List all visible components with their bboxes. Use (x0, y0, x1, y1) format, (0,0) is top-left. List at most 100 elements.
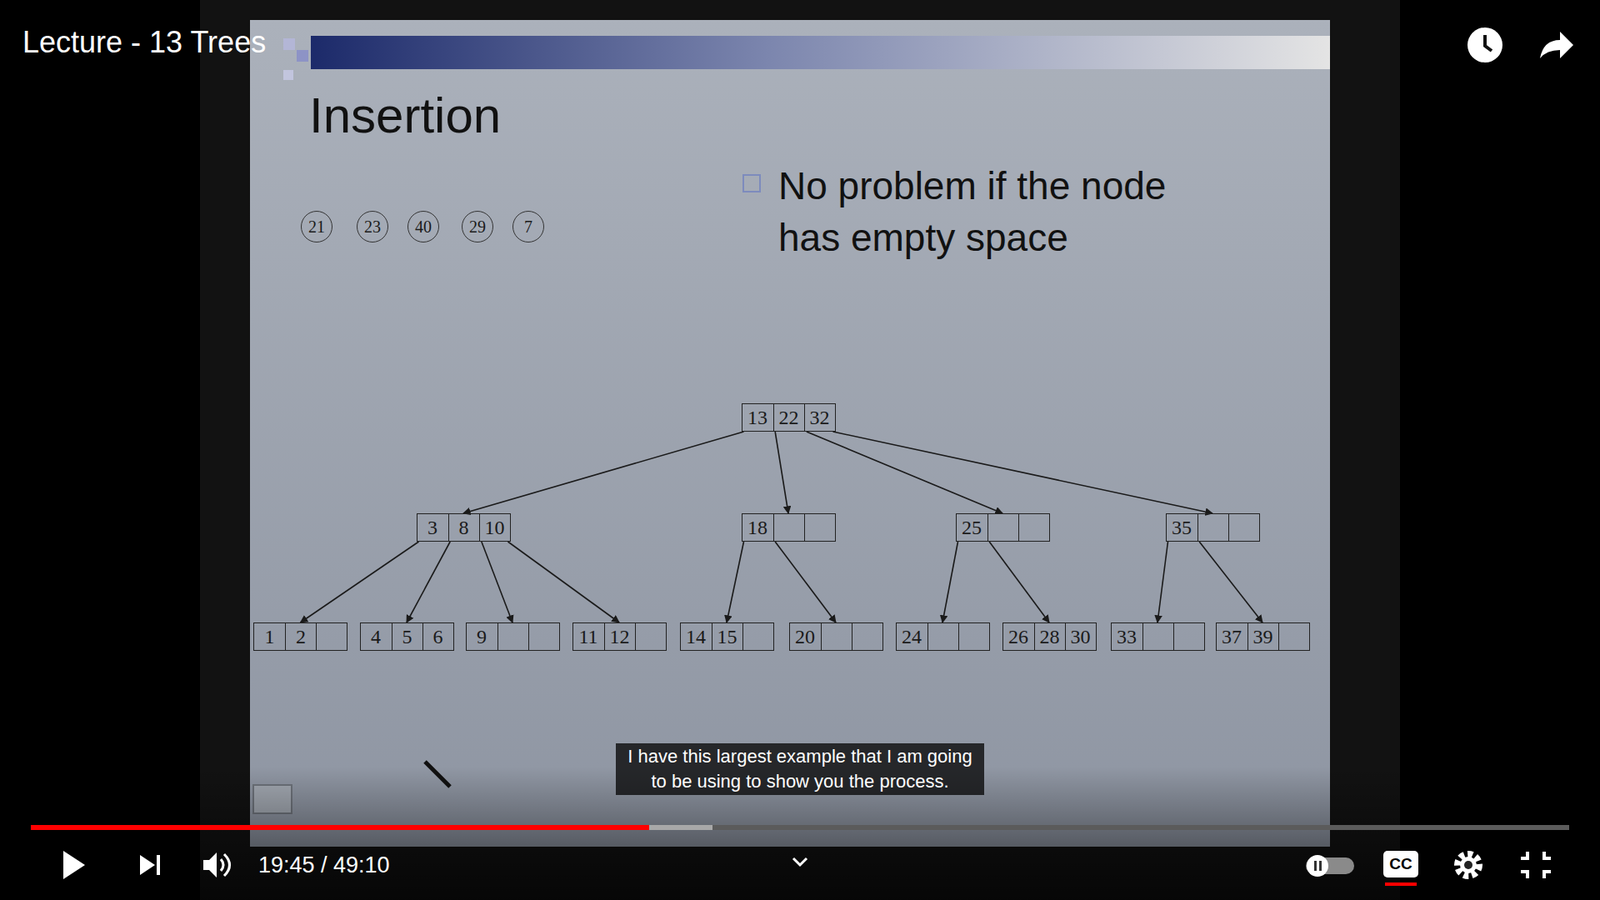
clock-icon (1467, 27, 1503, 63)
key-number: 28 (1040, 625, 1060, 649)
key-cell (1142, 623, 1174, 650)
autoplay-knob (1319, 860, 1322, 871)
key-cell: 10 (479, 514, 510, 541)
key-cell: 4 (360, 623, 392, 650)
time-display: 19:45 / 49:10 (258, 851, 390, 879)
key-cell (1228, 514, 1260, 541)
key-number: 9 (476, 625, 487, 649)
key-number: 2 (295, 625, 306, 649)
key-cell: 22 (773, 404, 805, 431)
bullet-marker (743, 175, 760, 192)
key-cell (820, 623, 852, 650)
key-number: 40 (415, 217, 432, 237)
key-cell: 1 (254, 623, 285, 650)
next-icon (156, 855, 160, 875)
key-number: 37 (1221, 625, 1242, 649)
btree-node: 13 2232 (741, 403, 836, 432)
key-cell (987, 514, 1019, 541)
key-number: 24 (901, 625, 922, 649)
key-number: 18 (747, 515, 768, 540)
autoplay-knob (1314, 860, 1317, 871)
key-cell: 26 (1003, 623, 1035, 650)
fullscreen-icon (1520, 851, 1551, 879)
key-cell (1018, 514, 1050, 541)
btree-node: 1112 (572, 622, 667, 651)
key-cell: 8 (448, 514, 480, 541)
autoplay-knob (1306, 855, 1329, 877)
key-number: 11 (578, 625, 598, 649)
progress-track (30, 825, 1570, 830)
child-pointer (406, 541, 450, 623)
key-cell (528, 623, 560, 650)
band-square (283, 70, 294, 80)
btree-node: 12 (253, 622, 348, 651)
key-cell (773, 514, 805, 541)
slide-title: Insertion (309, 86, 501, 145)
band-square (283, 38, 295, 50)
key-cell: 24 (896, 623, 928, 650)
settings-gear (1457, 854, 1480, 876)
key-number: 39 (1253, 625, 1274, 649)
key-cell (1173, 623, 1205, 650)
video-frame (200, 0, 1400, 900)
key-number: 22 (779, 405, 800, 430)
key-cell: 3 (417, 514, 449, 541)
btree-node: 1415 (680, 622, 775, 651)
key-circle: 7 (512, 210, 545, 243)
key-cell: 14 (680, 623, 712, 650)
key-cell (497, 623, 529, 650)
key-number: 5 (402, 625, 413, 649)
key-circle: 29 (461, 210, 494, 243)
key-cell (742, 623, 774, 650)
subtitle-text: I have this largest example that I am go… (615, 743, 985, 795)
key-number: 3 (427, 515, 438, 540)
subtitle-area: I have this largest example that I am go… (0, 743, 1600, 795)
child-pointer (481, 541, 513, 623)
key-number: 1 (265, 625, 275, 649)
key-number: 13 (747, 405, 768, 430)
key-cell: 20 (790, 623, 821, 650)
key-number: 4 (370, 625, 381, 649)
key-cell (804, 514, 835, 541)
key-cell (1197, 514, 1229, 541)
key-number: 8 (459, 515, 470, 540)
key-number: 6 (433, 625, 444, 649)
key-number: 30 (1070, 625, 1091, 649)
child-pointer (775, 541, 836, 623)
key-number: 25 (961, 515, 982, 540)
btree-node: 26 28 30 (1002, 622, 1097, 651)
child-pointer (463, 431, 745, 514)
progress-played (30, 825, 650, 830)
btree-node: 20 (789, 622, 884, 651)
cc-underline (1385, 882, 1417, 886)
child-pointer (1199, 541, 1263, 623)
key-number: 33 (1116, 625, 1137, 649)
key-cell: 15 (711, 623, 743, 650)
key-cell: 32 (804, 404, 835, 431)
key-cell (851, 623, 883, 650)
btree-node: 33 (1110, 622, 1205, 651)
chevron-icon (793, 858, 807, 865)
slide-band (310, 35, 1330, 70)
key-number: 20 (795, 625, 815, 649)
key-number: 14 (685, 625, 706, 649)
settings-gear (1464, 860, 1473, 870)
key-cell: 18 (742, 514, 774, 541)
child-pointer (775, 431, 789, 514)
volume-icon (220, 854, 230, 876)
btree-node: 37 39 (1215, 622, 1310, 651)
key-cell: 2 (285, 623, 316, 650)
child-pointer (726, 541, 745, 623)
key-number: 26 (1008, 625, 1029, 649)
child-pointer (806, 431, 1003, 514)
key-cell: 11 (573, 623, 605, 650)
btree-node: 38 10 (416, 513, 511, 542)
child-pointer (833, 431, 1214, 514)
key-cell: 39 (1247, 623, 1279, 650)
child-pointer (989, 541, 1050, 623)
key-number: 21 (308, 217, 325, 237)
key-cell: 35 (1166, 514, 1198, 541)
btree-node: 35 (1165, 513, 1260, 542)
band-square (296, 50, 309, 62)
